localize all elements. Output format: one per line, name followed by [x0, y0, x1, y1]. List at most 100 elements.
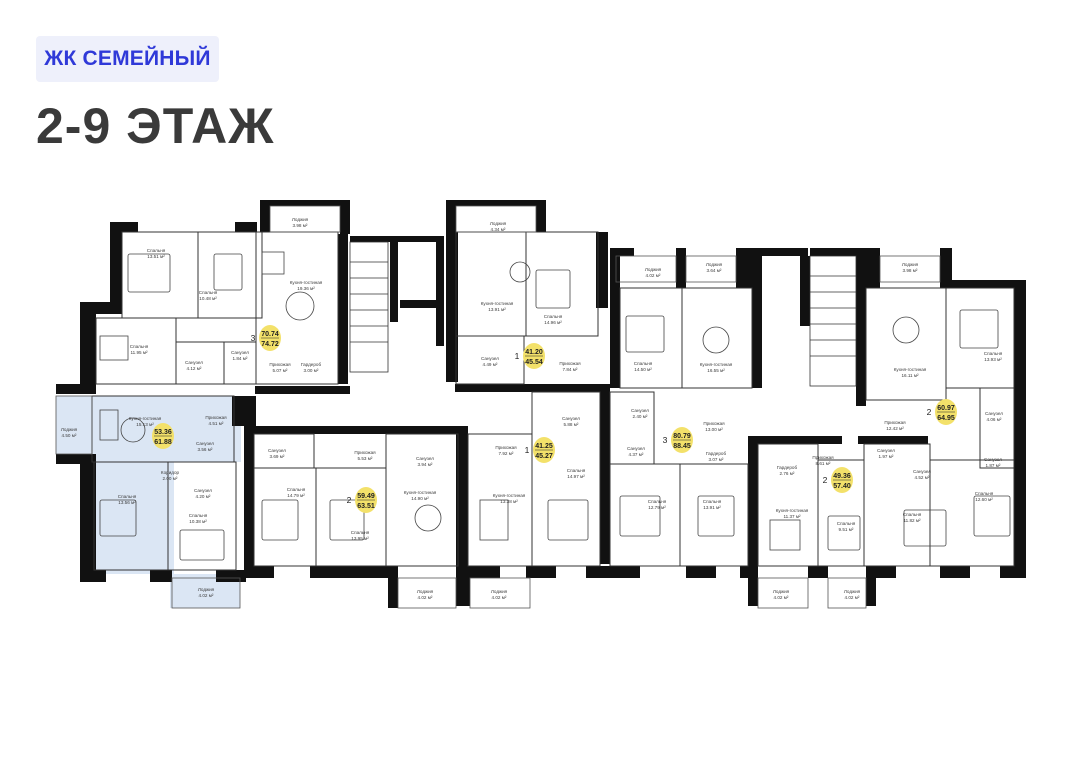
- apartment-area-total: 74.72: [261, 341, 279, 348]
- room-area: 3.07 м²: [709, 457, 724, 462]
- room-name: Санузел: [877, 448, 895, 453]
- stairs-right: [809, 255, 857, 387]
- room-area: 4.02 м²: [646, 273, 661, 278]
- room-name: Прихожая: [354, 450, 376, 455]
- room-name: Прихожая: [703, 421, 725, 426]
- room-name: Лоджия: [844, 589, 861, 594]
- room-name: Спальня: [351, 530, 370, 535]
- room-name: Гардероб: [706, 451, 727, 456]
- floor-title: 2-9 ЭТАЖ: [36, 98, 275, 154]
- room-name: Кухня-гостиная: [894, 367, 927, 372]
- room-name: Гардероб: [777, 465, 798, 470]
- room-area: 14.90 м²: [411, 496, 429, 501]
- room-name: Лоджия: [198, 587, 215, 592]
- apartment-area-total: 45.54: [525, 359, 543, 366]
- room-name: Лоджия: [706, 262, 723, 267]
- room-area: 13.38 м²: [500, 499, 518, 504]
- room-area: 13.56 м²: [118, 500, 136, 505]
- room-name: Санузел: [185, 360, 203, 365]
- room-area: 4.12 м²: [187, 366, 202, 371]
- room-area: 11.95 м²: [130, 350, 148, 355]
- room-area: 4.34 м²: [491, 227, 506, 232]
- room-name: Спальня: [189, 513, 208, 518]
- room-name: Санузел: [416, 456, 434, 461]
- room-area: 5.53 м²: [358, 456, 373, 461]
- room-name: Санузел: [985, 411, 1003, 416]
- apartment-area-living: 53.36: [154, 429, 172, 436]
- room-name: Кухня-гостиная: [776, 508, 809, 513]
- room-name: Прихожая: [495, 445, 517, 450]
- apartment-area-living: 60.97: [937, 405, 955, 412]
- apartment-area-total: 57.40: [833, 483, 851, 490]
- apartment-room-count: 3: [251, 333, 256, 343]
- room-area: 1.87 м²: [986, 463, 1001, 468]
- room-area: 16.11 м²: [901, 373, 919, 378]
- apartment-area-living: 80.79: [673, 433, 691, 440]
- room-name: Спальня: [837, 521, 856, 526]
- apartment-room-count: 2: [927, 407, 932, 417]
- room-name: Лоджия: [292, 217, 309, 222]
- apartment-room-count: 2: [823, 475, 828, 485]
- room-area: 4.02 м²: [418, 595, 433, 600]
- room-name: Кухня-гостиная: [481, 301, 514, 306]
- room-name: Спальня: [130, 344, 149, 349]
- room-name: Санузел: [194, 488, 212, 493]
- room-name: Прихожая: [269, 362, 291, 367]
- room-area: 5.07 м²: [273, 368, 288, 373]
- room-area: 2.00 м²: [163, 476, 178, 481]
- room-name: Прихожая: [884, 420, 906, 425]
- room-name: Спальня: [634, 361, 653, 366]
- room-name: Лоджия: [417, 589, 434, 594]
- room-area: 7.84 м²: [563, 367, 578, 372]
- selected-apartment-highlight[interactable]: [56, 396, 241, 608]
- room-name: Санузел: [231, 350, 249, 355]
- room-name: Гардероб: [301, 362, 322, 367]
- room-area: 2.40 м²: [633, 414, 648, 419]
- project-badge: ЖК СЕМЕЙНЫЙ: [36, 36, 219, 82]
- room-area: 14.96 м²: [544, 320, 562, 325]
- room-area: 4.50 м²: [62, 433, 77, 438]
- room-area: 4.52 м²: [915, 475, 930, 480]
- room-name: Санузел: [913, 469, 931, 474]
- room-area: 12.60 м²: [975, 497, 993, 502]
- room-area: 3.56 м²: [198, 447, 213, 452]
- room-name: Кухня-гостиная: [290, 280, 323, 285]
- room-name: Прихожая: [812, 455, 834, 460]
- room-area: 4.20 м²: [196, 494, 211, 499]
- room-area: 4.02 м²: [845, 595, 860, 600]
- room-name: Спальня: [544, 314, 563, 319]
- room-name: Коридор: [161, 470, 180, 475]
- room-name: Лоджия: [490, 221, 507, 226]
